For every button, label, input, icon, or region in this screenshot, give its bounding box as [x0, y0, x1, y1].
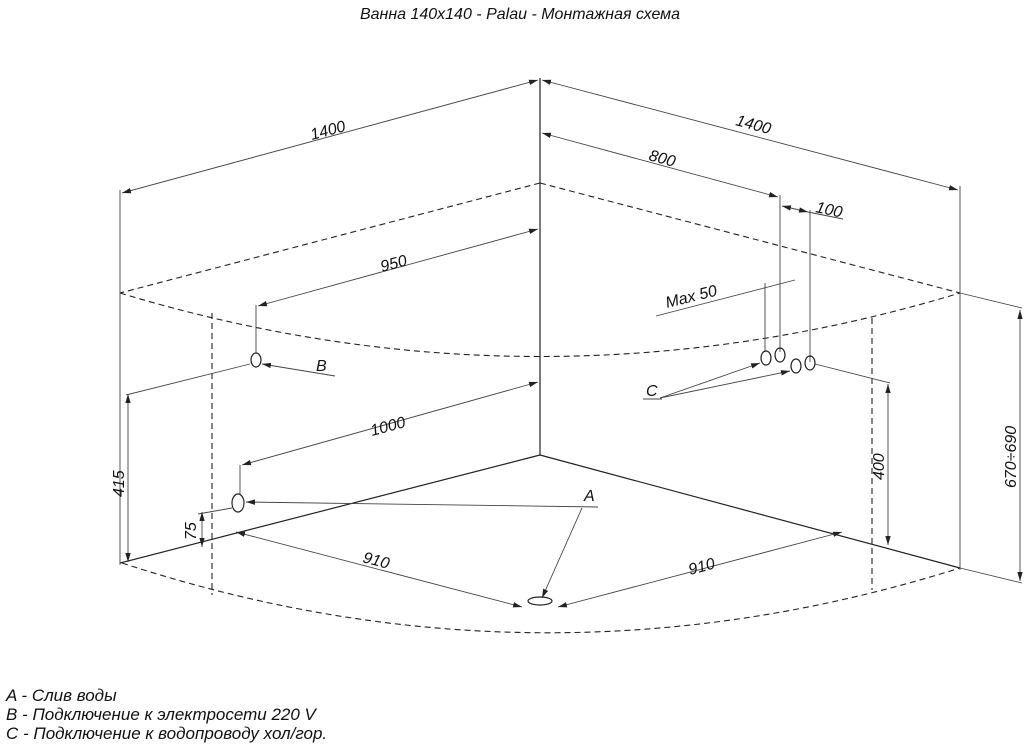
dim-pipe-spacing-leader	[807, 211, 844, 220]
overflow-hole	[231, 493, 245, 513]
water-height-extension	[814, 363, 891, 384]
a-leader-overflow	[245, 499, 599, 508]
dim-right-width	[541, 79, 959, 191]
water-pipes	[760, 347, 816, 374]
total-height-bottom-ext	[959, 567, 1023, 584]
c-leader-1	[659, 362, 761, 399]
dim-right-width-label: 1400	[734, 112, 773, 138]
dim-pipe-offset	[541, 132, 779, 198]
dim-drain-offset-label: 1000	[369, 414, 408, 440]
dim-right-floor	[557, 531, 843, 608]
marker-b: B	[316, 358, 327, 375]
right-floor-edge	[539, 454, 961, 569]
front-top-arc	[119, 292, 961, 358]
dim-pipe-offset-label: 800	[647, 147, 677, 170]
marker-a: A	[583, 488, 595, 505]
dim-left-width	[121, 79, 539, 194]
legend-item-c: C - Подключение к водопроводу хол/гор.	[6, 724, 328, 743]
dim-water-height-label: 400	[871, 453, 888, 480]
electric-outlet	[250, 352, 262, 368]
dim-electric-offset-label: 950	[379, 253, 409, 276]
legend-item-a: A - Слив воды	[6, 686, 117, 705]
diagram-title: Ванна 140x140 - Palau - Монтажная схема	[359, 6, 681, 23]
dim-left-floor	[235, 531, 523, 608]
drain-hole	[527, 596, 553, 606]
legend: A - Слив воды B - Подключение к электрос…	[6, 686, 327, 743]
dim-pipe-spacing-label: 100	[814, 199, 844, 221]
left-top-edge	[119, 182, 541, 294]
total-height-top-ext	[959, 292, 1023, 309]
dim-left-width-label: 1400	[309, 118, 348, 144]
dim-max-offset	[655, 279, 796, 317]
dim-total-height-label: 670÷690	[1003, 426, 1020, 488]
dim-drain-offset	[241, 381, 539, 466]
electric-height-extension	[125, 363, 251, 396]
legend-item-b: B - Подключение к электросети 220 V	[6, 705, 316, 724]
c-leader-2	[659, 370, 791, 399]
overflow-height-ext	[197, 507, 233, 515]
dim-electric-height-label: 415	[111, 470, 128, 497]
dim-max-offset-label: Max 50	[664, 283, 719, 312]
dim-pipe-spacing	[781, 205, 809, 213]
b-leader	[261, 362, 336, 377]
right-top-edge	[539, 182, 961, 294]
dim-left-floor-label: 910	[361, 549, 391, 572]
front-bottom-arc	[121, 562, 961, 634]
left-floor-edge	[119, 454, 541, 564]
dim-right-floor-label: 910	[687, 556, 717, 579]
a-leader-drain	[541, 507, 583, 599]
dim-overflow-height-label: 75	[183, 522, 200, 540]
dim-electric-offset	[257, 228, 539, 307]
marker-c: C	[646, 383, 658, 400]
